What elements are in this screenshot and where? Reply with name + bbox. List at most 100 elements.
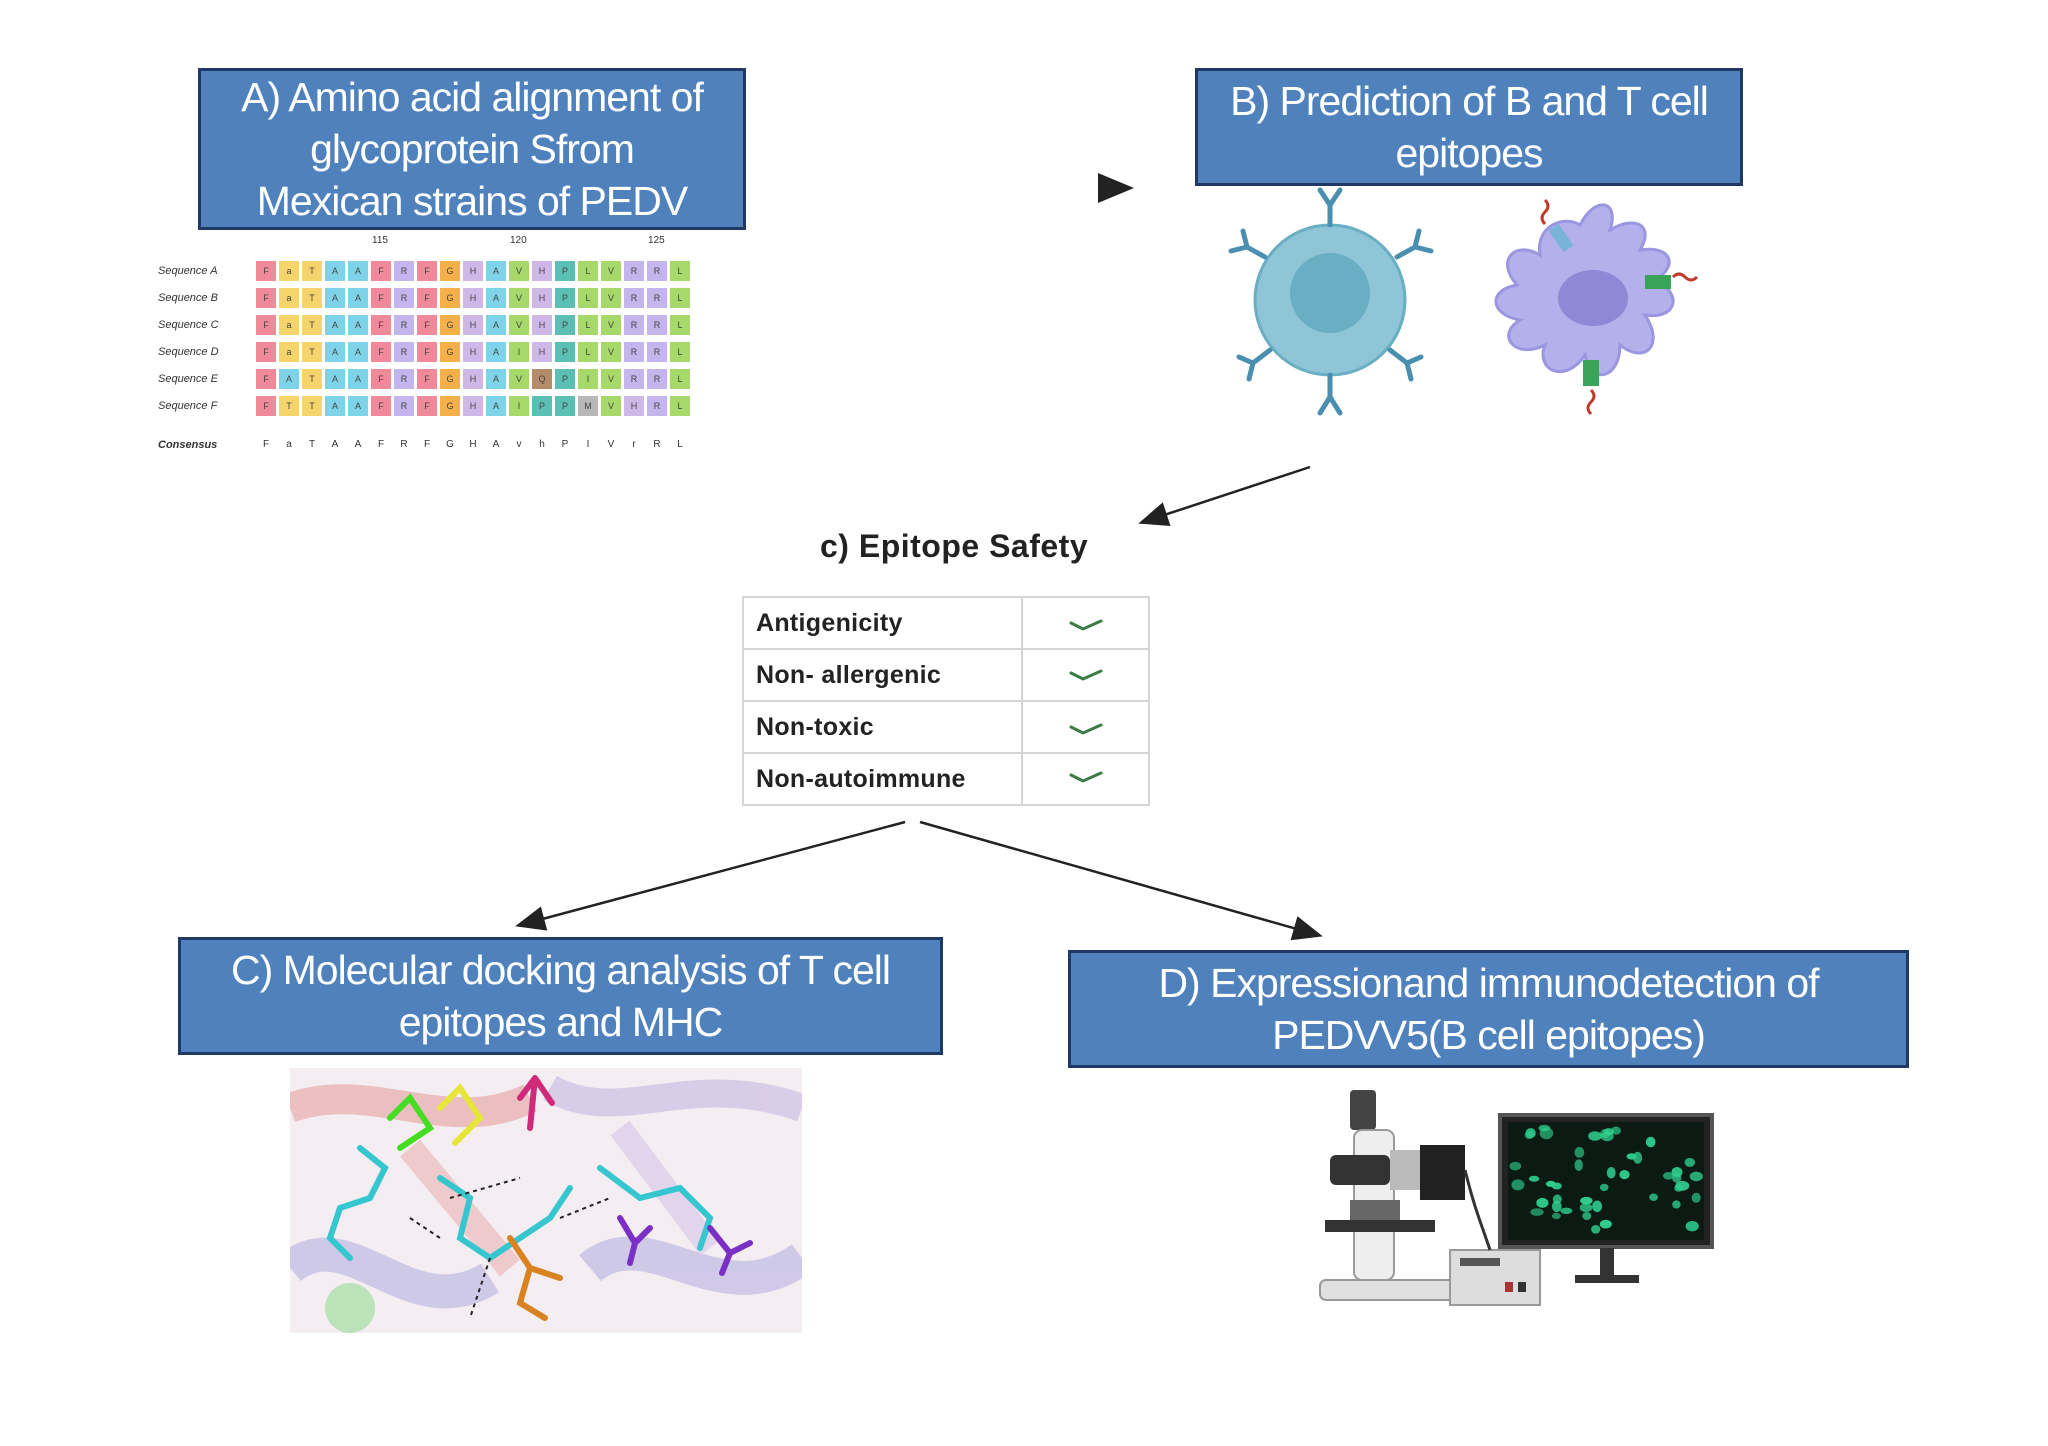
consensus-residue: r	[632, 439, 636, 450]
t-cell-icon	[1494, 198, 1699, 416]
fluorescent-cell	[1672, 1200, 1681, 1209]
residue-cell: R	[647, 288, 667, 308]
safety-criterion: Non-toxic	[742, 700, 1023, 754]
consensus-residue: V	[607, 439, 615, 450]
fluorescent-cell	[1606, 1167, 1616, 1179]
residue-cell: a	[279, 315, 299, 335]
fluorescent-cell	[1588, 1131, 1602, 1141]
residue-cell: R	[624, 369, 644, 389]
residue-cell: L	[578, 315, 598, 335]
residue-cell: L	[670, 315, 690, 335]
residue-cell: A	[486, 369, 506, 389]
fluorescence-cells	[1509, 1124, 1703, 1234]
residue-cell: V	[601, 396, 621, 416]
fluorescent-cell	[1663, 1172, 1674, 1180]
position-label: 120	[510, 235, 527, 246]
residue-cell: V	[601, 369, 621, 389]
residue-cell: F	[417, 288, 437, 308]
residue-cell: V	[509, 261, 529, 281]
fluorescent-cell	[1599, 1183, 1609, 1192]
step-b-line-1: B) Prediction of B and T cell	[1230, 78, 1709, 124]
residue-cell: G	[440, 369, 460, 389]
residue-cell: A	[348, 342, 368, 362]
fluorescent-cell	[1689, 1171, 1703, 1182]
residue-cell: F	[371, 288, 391, 308]
fluorescent-cell	[1509, 1161, 1522, 1171]
step-b-box: B) Prediction of B and T cell epitopes	[1195, 68, 1743, 186]
residue-cell: F	[371, 342, 391, 362]
consensus-residue: v	[516, 439, 522, 450]
check-cell	[1021, 700, 1150, 754]
residue-cell: R	[624, 261, 644, 281]
position-ruler: 115 120 125	[150, 235, 790, 249]
residue-cell: R	[647, 315, 667, 335]
residue-cell: H	[624, 396, 644, 416]
molecular-docking-image	[290, 1068, 802, 1333]
table-row: Antigenicity	[742, 596, 1150, 650]
residue-cell: H	[532, 261, 552, 281]
residue-cell: H	[463, 369, 483, 389]
consensus-residue: R	[400, 439, 408, 450]
fluorescent-cell	[1603, 1128, 1614, 1136]
fluorescent-cell	[1560, 1207, 1573, 1214]
consensus-residue: F	[377, 439, 385, 450]
residue-cell: A	[486, 315, 506, 335]
residue-cell: A	[325, 369, 345, 389]
residue-cell: F	[417, 261, 437, 281]
residue-cell: L	[578, 261, 598, 281]
check-icon	[1069, 771, 1102, 783]
step-a-line-3: Mexican strains of PEDV	[256, 178, 688, 224]
residue-cell: F	[371, 261, 391, 281]
fluorescent-cell	[1645, 1136, 1656, 1148]
residue-cell: A	[325, 396, 345, 416]
consensus-residue: I	[586, 439, 590, 450]
consensus-residue: P	[561, 439, 569, 450]
residue-cell: F	[371, 396, 391, 416]
residue-cell: A	[348, 315, 368, 335]
residue-cell: H	[463, 261, 483, 281]
residue-cell: P	[532, 396, 552, 416]
residue-cell: T	[302, 261, 322, 281]
residue-cell: A	[325, 288, 345, 308]
check-icon	[1069, 619, 1102, 631]
fluorescent-cell	[1685, 1221, 1699, 1232]
residue-cell: T	[302, 342, 322, 362]
consensus-residue: F	[423, 439, 431, 450]
safety-criterion: Antigenicity	[742, 596, 1023, 650]
consensus-residue: A	[354, 439, 362, 450]
residue-cell: P	[555, 342, 575, 362]
residue-cell: V	[601, 342, 621, 362]
consensus-residue: T	[308, 439, 316, 450]
fluorescent-cell	[1574, 1147, 1585, 1158]
arrow-safety-to-c	[515, 820, 906, 931]
consensus-residue: a	[286, 439, 292, 450]
step-c-line-2: epitopes and MHC	[398, 999, 724, 1045]
step-d-box: D) Expressionand immunodetection of PEDV…	[1068, 950, 1909, 1068]
consensus-residue: h	[539, 439, 545, 450]
residue-cell: H	[463, 315, 483, 335]
fluorescent-cell	[1674, 1184, 1683, 1192]
residue-cell: H	[532, 315, 552, 335]
residue-cell: G	[440, 342, 460, 362]
fluorescent-cell	[1574, 1159, 1583, 1171]
microscope-icon	[1319, 1090, 1714, 1306]
position-label: 115	[372, 235, 388, 246]
residue-cell: R	[394, 396, 414, 416]
sequence-name: Sequence B	[158, 292, 218, 304]
table-row: Non-autoimmune	[742, 752, 1150, 806]
residue-cell: R	[394, 261, 414, 281]
residue-cell: R	[647, 369, 667, 389]
residue-cell: V	[601, 288, 621, 308]
residue-cell: A	[325, 315, 345, 335]
residue-cell: a	[279, 342, 299, 362]
consensus-residue: A	[331, 439, 339, 450]
consensus-residue: H	[469, 439, 477, 450]
fluorescent-cell	[1684, 1157, 1696, 1167]
consensus-label: Consensus	[158, 439, 218, 451]
residue-cell: F	[417, 396, 437, 416]
safety-criterion: Non-autoimmune	[742, 752, 1023, 806]
